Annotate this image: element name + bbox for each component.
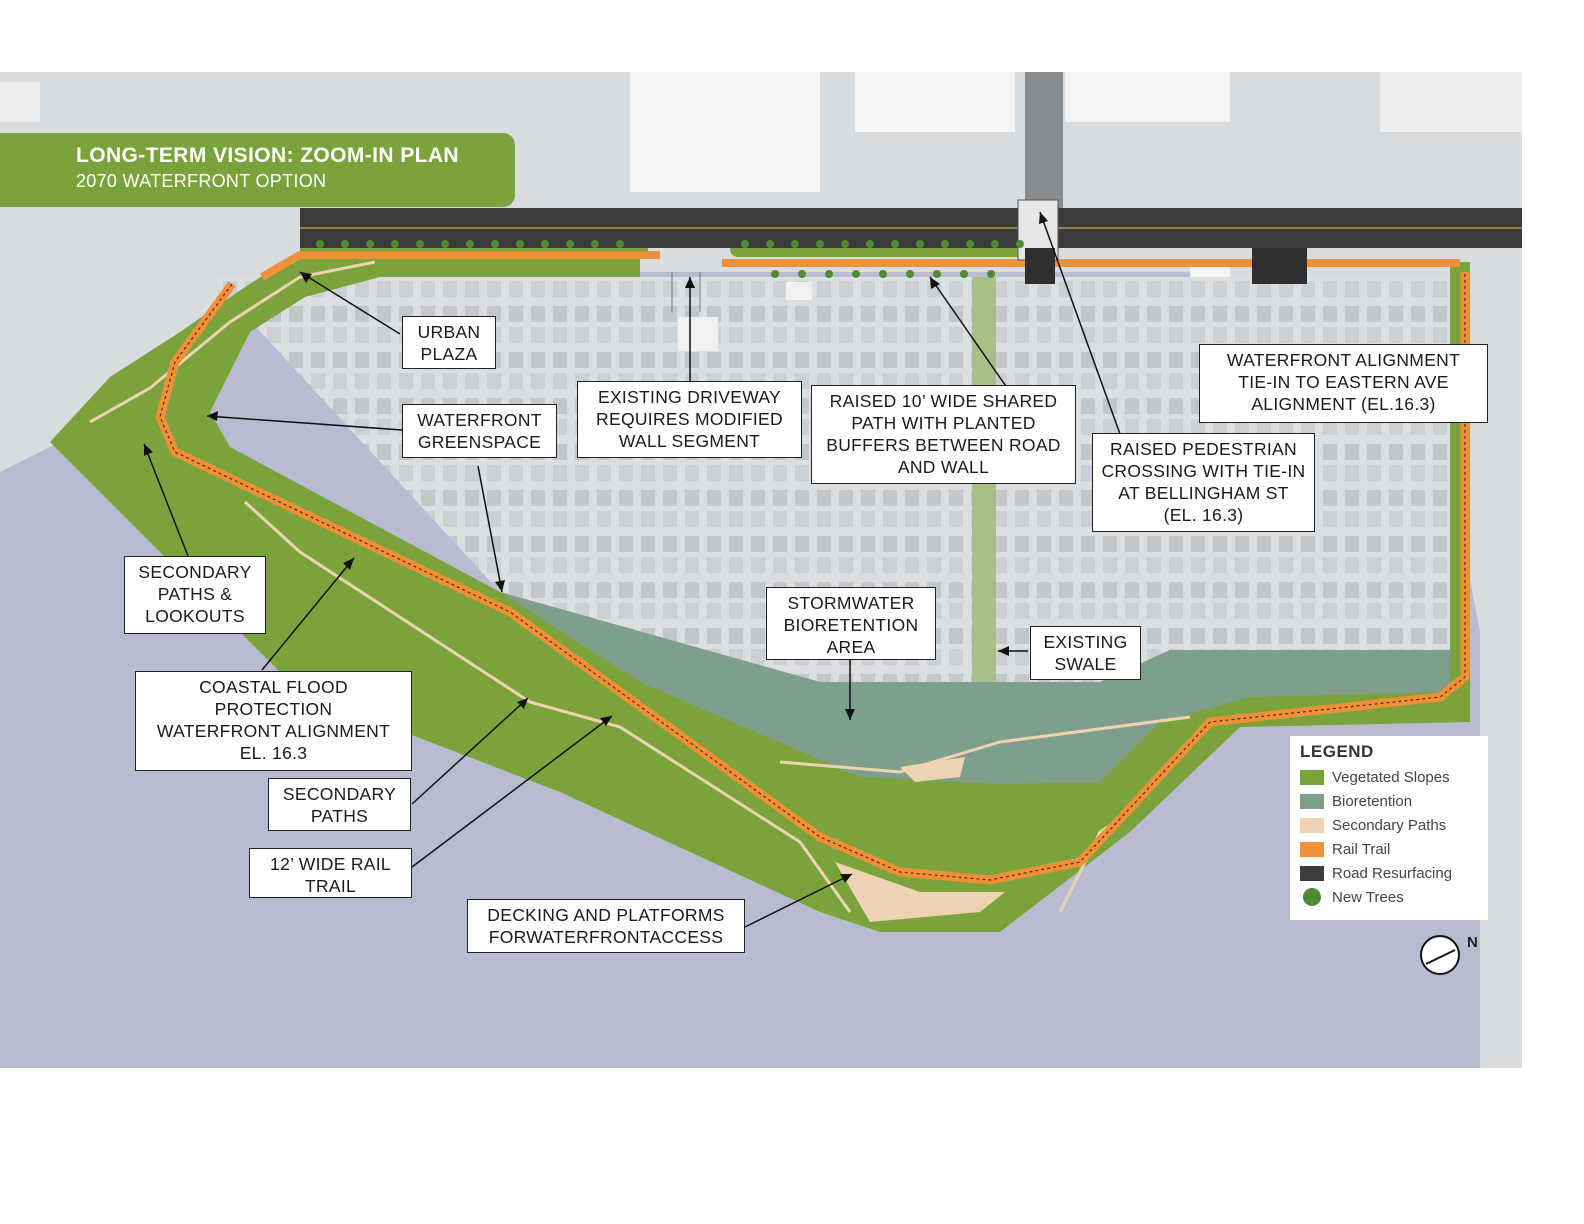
- callout-raised-shared-path: RAISED 10’ WIDE SHARED PATH WITH PLANTED…: [811, 385, 1076, 484]
- callout-waterfront-greenspace: WATERFRONT GREENSPACE: [402, 404, 557, 458]
- legend-swatch: [1300, 841, 1324, 857]
- decking-platform: [900, 757, 965, 782]
- tree-icon: [879, 270, 887, 278]
- callout-secondary-paths: SECONDARY PATHS: [268, 778, 411, 831]
- legend-label: New Trees: [1332, 888, 1404, 906]
- north-arrow-icon: [1420, 935, 1460, 975]
- legend-swatch: [1300, 865, 1324, 881]
- tree-icon: [566, 240, 574, 248]
- legend-item: Secondary Paths: [1300, 813, 1478, 837]
- page-title: LONG-TERM VISION: ZOOM-IN PLAN: [76, 144, 459, 167]
- title-banner: LONG-TERM VISION: ZOOM-IN PLAN 2070 WATE…: [0, 133, 515, 207]
- secondary-path: [779, 715, 1191, 774]
- legend-swatch: [1300, 769, 1324, 785]
- building: [1380, 72, 1522, 132]
- legend-label: Road Resurfacing: [1332, 864, 1453, 882]
- pedestrian-crossing-pad: [1025, 248, 1055, 284]
- legend-label: Secondary Paths: [1332, 816, 1447, 834]
- rail-trail-centerline: [159, 272, 1466, 881]
- tree-icon: [941, 240, 949, 248]
- tree-icon: [916, 240, 924, 248]
- tree-icon: [366, 240, 374, 248]
- tree-icon: [391, 240, 399, 248]
- tree-icon: [516, 240, 524, 248]
- tree-icon: [960, 270, 968, 278]
- legend-label: Bioretention: [1332, 792, 1413, 810]
- tree-icon: [791, 240, 799, 248]
- north-label: N: [1467, 934, 1478, 951]
- legend-item: Road Resurfacing: [1300, 861, 1478, 885]
- building: [0, 82, 40, 122]
- shared-path: [259, 251, 1460, 281]
- tree-icon: [1016, 240, 1024, 248]
- tree-icon: [316, 240, 324, 248]
- legend-label: Rail Trail: [1332, 840, 1391, 858]
- tree-icon: [541, 240, 549, 248]
- callout-existing-swale: EXISTING SWALE: [1030, 626, 1141, 680]
- legend-item: Vegetated Slopes: [1300, 765, 1478, 789]
- tree-icon: [616, 240, 624, 248]
- page-subtitle: 2070 WATERFRONT OPTION: [76, 171, 327, 191]
- building: [855, 72, 1015, 132]
- site-plan-drawing: [0, 72, 1522, 1068]
- structure: [678, 317, 718, 351]
- legend-item: New Trees: [1300, 885, 1478, 909]
- legend-title: LEGEND: [1300, 742, 1374, 761]
- legend-label: Vegetated Slopes: [1332, 768, 1450, 786]
- legend-swatch: [1300, 817, 1324, 833]
- tree-icon: [771, 270, 779, 278]
- tree-icon: [891, 240, 899, 248]
- tree-icon: [798, 270, 806, 278]
- bioretention-area: [500, 592, 1450, 784]
- site-plan-map: [0, 72, 1522, 1068]
- tree-icon: [906, 270, 914, 278]
- callout-existing-driveway: EXISTING DRIVEWAY REQUIRES MODIFIED WALL…: [577, 381, 802, 458]
- legend-swatch: [1303, 888, 1321, 906]
- tree-icon: [841, 240, 849, 248]
- tree-icon: [866, 240, 874, 248]
- callout-urban-plaza: URBAN PLAZA: [402, 316, 496, 369]
- tree-icon: [491, 240, 499, 248]
- callout-secondary-paths-lookouts: SECONDARY PATHS & LOOKOUTS: [124, 556, 266, 634]
- legend-item: Rail Trail: [1300, 837, 1478, 861]
- tree-icon: [341, 240, 349, 248]
- callout-decking-platforms: DECKING AND PLATFORMS FORWATERFRONTACCES…: [467, 899, 745, 953]
- existing-driveway: [671, 272, 701, 312]
- tree-icon: [816, 240, 824, 248]
- legend-item: Bioretention: [1300, 789, 1478, 813]
- callout-coastal-flood-protection: COASTAL FLOOD PROTECTION WATERFRONT ALIG…: [135, 671, 412, 771]
- tree-icon: [441, 240, 449, 248]
- new-trees: [316, 240, 1024, 278]
- structure: [786, 282, 812, 300]
- secondary-path: [243, 500, 852, 913]
- tree-icon: [591, 240, 599, 248]
- decking-platform: [835, 862, 1005, 922]
- tree-icon: [852, 270, 860, 278]
- building: [1065, 72, 1230, 122]
- building: [630, 72, 820, 192]
- tree-icon: [416, 240, 424, 248]
- tree-icon: [766, 240, 774, 248]
- tree-icon: [741, 240, 749, 248]
- legend-swatch: [1300, 793, 1324, 809]
- road-ne: [1025, 72, 1063, 208]
- callout-stormwater-bioretention: STORMWATER BIORETENTION AREA: [766, 587, 936, 660]
- tree-icon: [966, 240, 974, 248]
- tree-icon: [987, 270, 995, 278]
- callout-arrowheads: [144, 212, 1048, 883]
- callout-rail-trail: 12’ WIDE RAIL TRAIL: [249, 848, 412, 898]
- pedestrian-crossing-pad: [1252, 248, 1307, 284]
- tree-icon: [933, 270, 941, 278]
- secondary-path: [89, 260, 376, 424]
- callout-raised-pedestrian-crossing: RAISED PEDESTRIAN CROSSING WITH TIE-IN A…: [1092, 433, 1315, 532]
- tree-icon: [466, 240, 474, 248]
- tree-icon: [825, 270, 833, 278]
- tree-icon: [991, 240, 999, 248]
- callout-waterfront-alignment-tie-in: WATERFRONT ALIGNMENT TIE-IN TO EASTERN A…: [1199, 344, 1488, 423]
